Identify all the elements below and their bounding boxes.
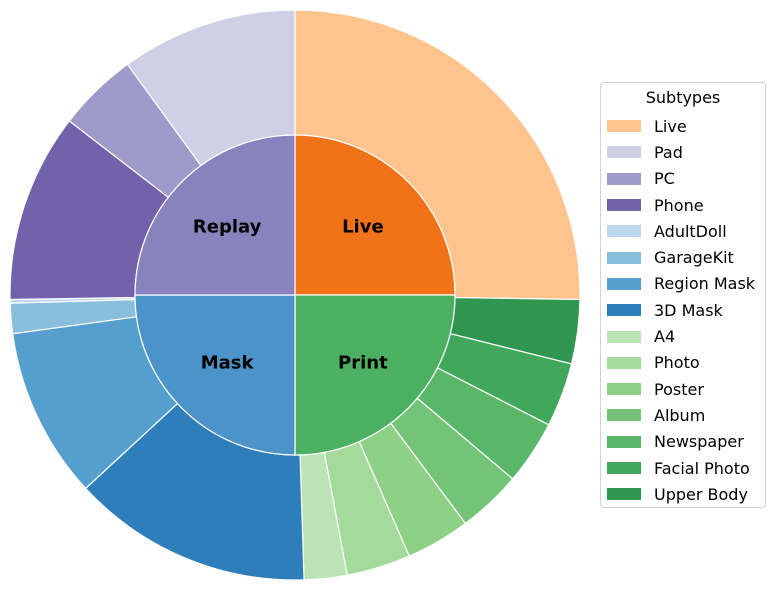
legend-swatch (607, 304, 641, 317)
inner-label-replay: Replay (193, 217, 262, 238)
legend-swatch (607, 172, 641, 185)
legend-swatch (607, 356, 641, 369)
inner-ring (134, 134, 456, 456)
legend-swatch (607, 409, 641, 422)
legend-item-newspaper: Newspaper (601, 429, 765, 455)
legend-label: PC (654, 169, 675, 189)
legend-label: Upper Body (654, 484, 748, 504)
legend-item-region-mask: Region Mask (601, 271, 765, 297)
legend-swatch (607, 435, 641, 448)
legend-label: GarageKit (654, 248, 734, 268)
legend-label: Newspaper (654, 432, 744, 452)
legend-item-3d-mask: 3D Mask (601, 297, 765, 323)
legend-swatch (607, 225, 641, 238)
inner-slice-replay (134, 134, 296, 296)
inner-label-print: Print (338, 352, 388, 373)
legend-item-album: Album (601, 402, 765, 428)
legend-label: Live (654, 116, 687, 136)
legend-swatch (607, 251, 641, 264)
legend-label: Pad (654, 142, 683, 162)
legend-label: Photo (654, 353, 700, 373)
legend-item-upper-body: Upper Body (601, 481, 765, 507)
legend-item-adultdoll: AdultDoll (601, 218, 765, 244)
legend-item-facial-photo: Facial Photo (601, 455, 765, 481)
legend-swatch (607, 277, 641, 290)
legend-item-photo: Photo (601, 350, 765, 376)
legend-item-a4: A4 (601, 323, 765, 349)
inner-label-mask: Mask (201, 352, 255, 373)
legend-swatch (607, 146, 641, 159)
legend-label: Album (654, 405, 706, 425)
legend-item-phone: Phone (601, 192, 765, 218)
legend-item-pc: PC (601, 166, 765, 192)
legend-label: Poster (654, 379, 704, 399)
legend-swatch (607, 488, 641, 501)
legend-label: AdultDoll (654, 221, 727, 241)
legend-swatch (607, 383, 641, 396)
legend-label: 3D Mask (654, 300, 723, 320)
legend-swatch (607, 199, 641, 212)
inner-label-live: Live (342, 217, 384, 238)
legend-item-live: Live (601, 113, 765, 139)
legend-label: A4 (654, 327, 676, 347)
legend-swatch (607, 120, 641, 133)
legend-label: Facial Photo (654, 458, 750, 478)
outer-ring (9, 9, 581, 581)
legend-swatch (607, 462, 641, 474)
legend-label: Phone (654, 195, 704, 215)
legend-item-pad: Pad (601, 139, 765, 165)
legend-label: Region Mask (654, 274, 756, 294)
inner-slice-mask (134, 294, 296, 456)
legend-item-garagekit: GarageKit (601, 244, 765, 270)
legend-swatch (607, 330, 641, 343)
inner-slice-live (294, 134, 456, 296)
inner-slice-print (294, 294, 456, 456)
legend-item-poster: Poster (601, 376, 765, 402)
legend-title: Subtypes (645, 88, 721, 107)
